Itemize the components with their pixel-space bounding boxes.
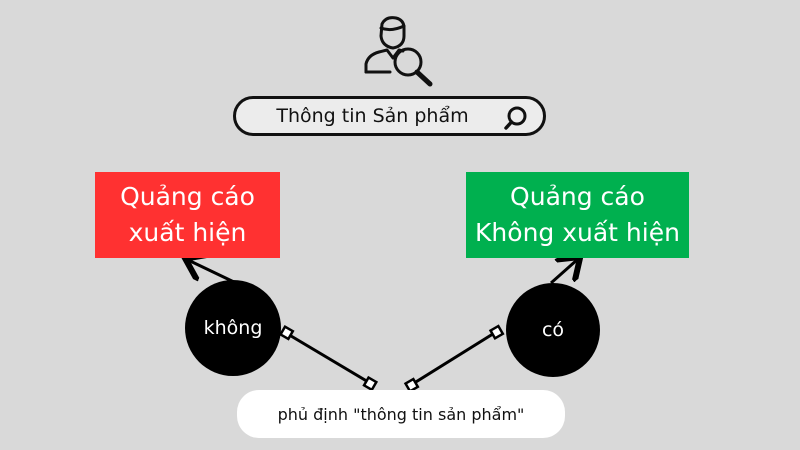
arrow-from-bottom-to-left-circle: [285, 331, 371, 385]
search-bar[interactable]: Thông tin Sản phẩm: [233, 96, 546, 136]
no-circle-label: không: [203, 317, 263, 339]
connector-handle: [362, 375, 379, 392]
ad-appears-box: Quảng cáo xuất hiện: [95, 172, 280, 258]
arrow-left-circle-to-left-box: [188, 260, 235, 284]
connector-handle: [488, 324, 505, 341]
yes-circle-label: có: [541, 319, 565, 341]
ad-not-appears-box: Quảng cáo Không xuất hiện: [466, 172, 689, 258]
no-circle: không: [185, 280, 281, 376]
user-search-icon: [364, 16, 433, 87]
search-icon[interactable]: [503, 105, 529, 131]
ad-not-appears-line1: Quảng cáo: [510, 182, 645, 211]
negative-keyword-text: phủ định "thông tin sản phẩm": [277, 404, 525, 424]
connector-handle: [278, 324, 295, 341]
ad-not-appears-line2: Không xuất hiện: [475, 218, 680, 247]
arrow-right-circle-to-right-box: [550, 259, 578, 285]
negative-keyword-label: phủ định "thông tin sản phẩm": [237, 390, 565, 438]
ad-appears-line2: xuất hiện: [128, 218, 247, 247]
search-query-text: Thông tin Sản phẩm: [276, 105, 469, 127]
ad-appears-line1: Quảng cáo: [120, 182, 255, 211]
arrow-from-bottom-to-right-circle: [410, 330, 497, 387]
yes-circle: có: [506, 283, 600, 377]
